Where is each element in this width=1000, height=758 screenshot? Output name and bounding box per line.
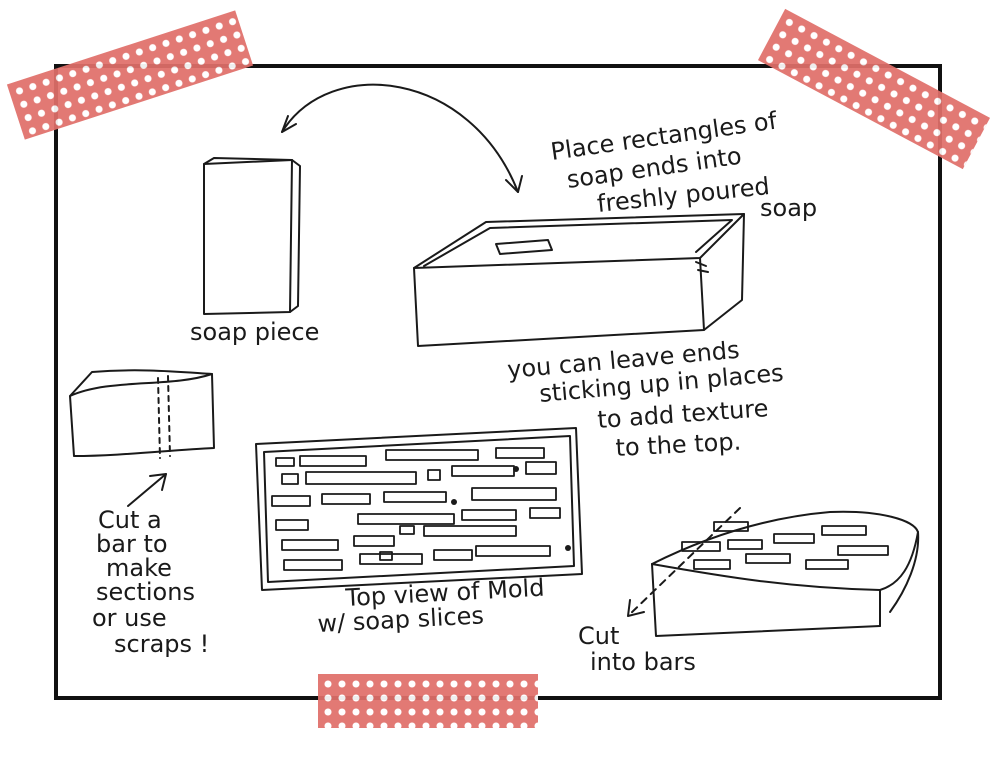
- soap-piece-label: soap piece: [190, 318, 319, 346]
- place-rectangles-line-4: soap: [760, 194, 817, 222]
- up-arrow: [127, 473, 167, 507]
- leave-ends-line-4: to the top.: [615, 427, 742, 462]
- cut-a-bar-line-5: or use: [92, 604, 167, 632]
- cut-a-bar-line-1: Cut a: [98, 506, 162, 534]
- curved-arrow: [281, 83, 523, 193]
- soap-piece-drawing: [203, 157, 301, 315]
- top-view-line-2: w/ soap slices: [317, 601, 485, 638]
- handwritten-labels: Place rectangles of soap ends into fresh…: [92, 106, 817, 676]
- soap-slab-drawing: [627, 507, 920, 637]
- cut-into-bars-line-1: Cut: [578, 622, 619, 650]
- cut-a-bar-line-3: make: [106, 554, 172, 582]
- cut-into-bars-line-2: into bars: [590, 648, 696, 676]
- cut-bar-drawing: [69, 369, 215, 459]
- top-view-mold-drawing: [255, 427, 583, 591]
- mold-drawing: [413, 213, 745, 347]
- cut-a-bar-line-6: scraps !: [114, 630, 209, 658]
- washi-tape-bottom: [318, 674, 538, 728]
- cut-a-bar-line-2: bar to: [96, 530, 168, 558]
- cut-a-bar-line-4: sections: [96, 578, 195, 606]
- picture-frame: [54, 64, 942, 700]
